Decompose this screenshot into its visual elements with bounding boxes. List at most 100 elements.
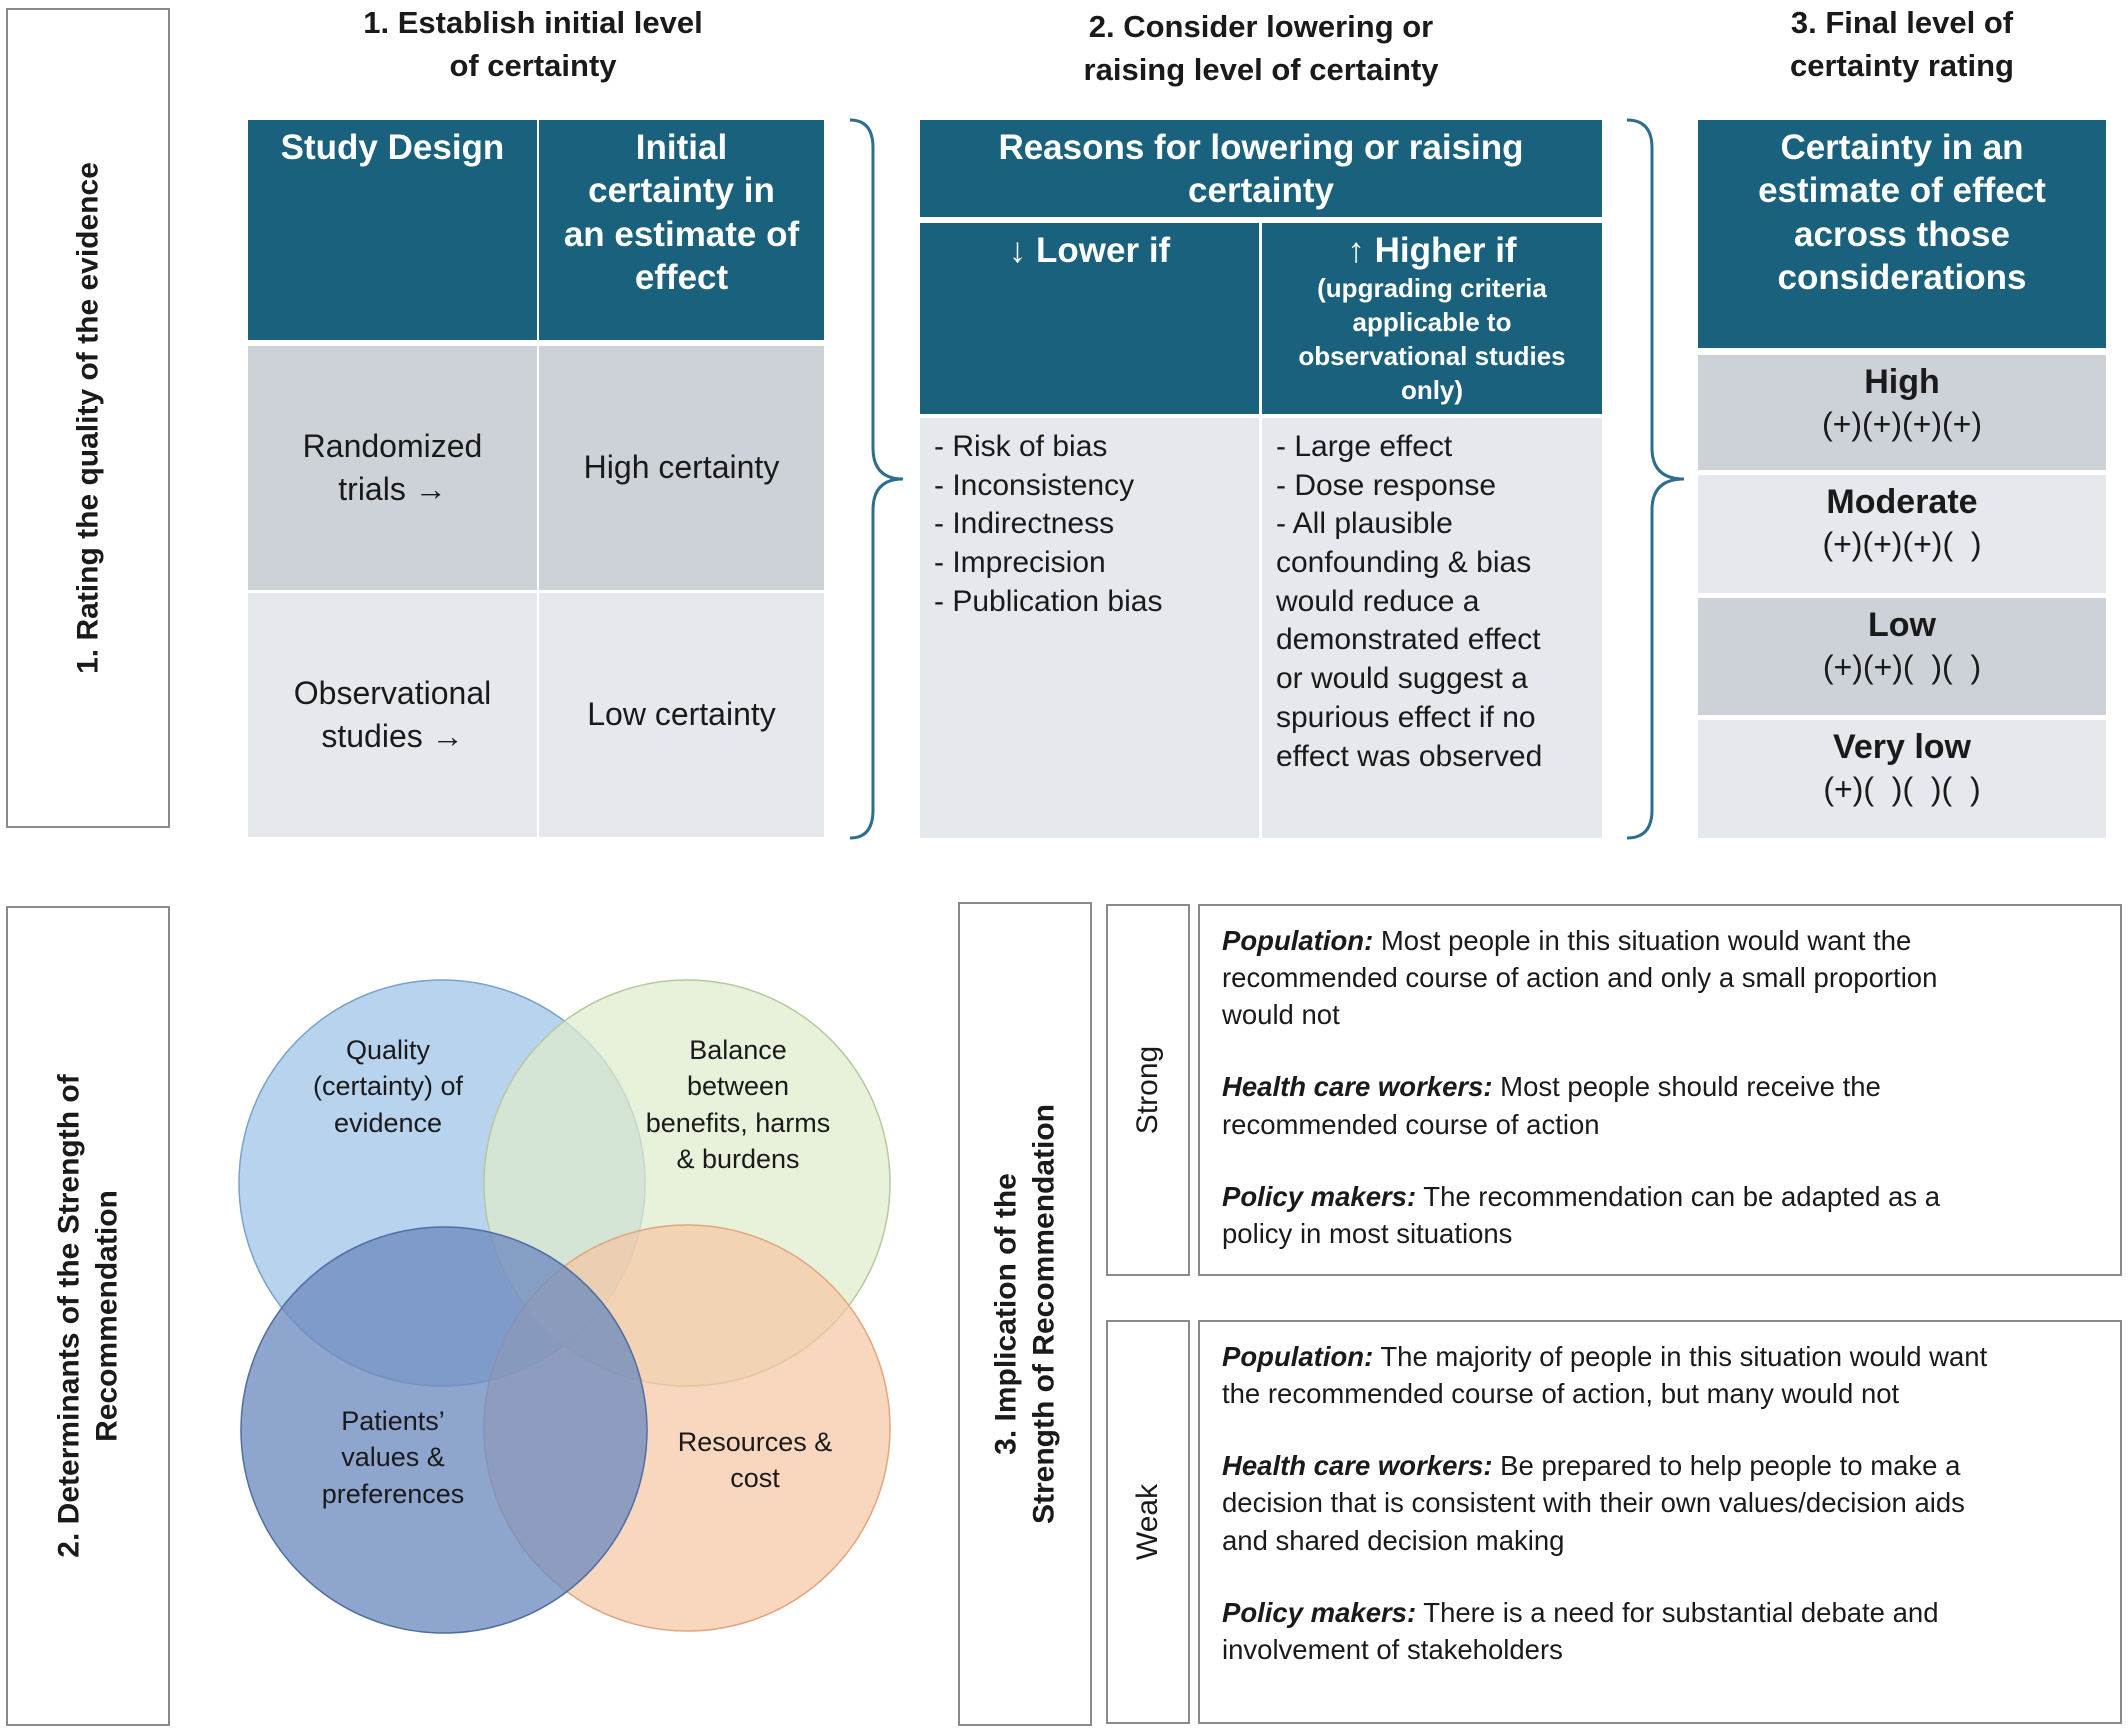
step3-header: Certainty in an estimate of effect acros…	[1698, 120, 2106, 348]
weak-policy-l2: involvement of stakeholders	[1222, 1633, 1563, 1665]
strong-policy-l1: The recommendation can be adapted as a	[1416, 1180, 1941, 1212]
hcw-label: Health care workers:	[1222, 1071, 1493, 1103]
higher-note-l3: observational studies	[1298, 340, 1566, 371]
venn-resources-l2: cost	[730, 1463, 780, 1494]
step2-title-line1: 2. Consider lowering or	[1088, 9, 1434, 44]
design-observational-l2: studies →	[321, 718, 464, 754]
policy-label: Policy makers:	[1222, 1180, 1417, 1212]
list-item: - Indirectness	[934, 507, 1115, 541]
rating-quality-label: 1. Rating the quality of the evidence	[71, 162, 105, 674]
step1-title: 1. Establish initial level of certainty	[248, 2, 818, 88]
determinants-label: 2. Determinants of the Strength of Recom…	[51, 1074, 126, 1557]
list-item: confounding & bias	[1276, 546, 1532, 580]
weak-population-l2: the recommended course of action, but ma…	[1222, 1378, 1900, 1410]
step2-header-reasons: Reasons for lowering or raising certaint…	[920, 120, 1602, 217]
weak-population: Population: The majority of people in th…	[1222, 1338, 2098, 1412]
venn-balance-l1: Balance	[689, 1035, 787, 1065]
strong-population-l3: would not	[1222, 999, 1340, 1031]
rating-level-name: Moderate	[1826, 483, 1978, 521]
initial-certainty-l3: an estimate of	[563, 214, 800, 254]
step3-title-line2: certainty rating	[1790, 47, 2014, 83]
venn-balance-l3: benefits, harms	[645, 1107, 831, 1138]
step3-title-line1: 3. Final level of	[1790, 5, 2014, 40]
step2-header-higher: ↑ Higher if (upgrading criteria applicab…	[1262, 223, 1602, 414]
strong-policy-makers: Policy makers: The recommendation can be…	[1222, 1178, 2098, 1252]
venn-label-balance: Balance between benefits, harms & burden…	[628, 1032, 848, 1178]
rating-symbols: (+)(+)(+)(+)	[1822, 405, 1982, 442]
venn-balance-l4: & burdens	[676, 1144, 800, 1175]
step2-header-lower: ↓ Lower if	[920, 223, 1259, 414]
step3-header-l4: considerations	[1777, 258, 2027, 298]
strong-policy-l2: policy in most situations	[1222, 1217, 1513, 1249]
venn-label-quality: Quality (certainty) of evidence	[288, 1032, 488, 1141]
step1-header-initial-certainty: Initial certainty in an estimate of effe…	[539, 120, 824, 340]
weak-hcw-l2: decision that is consistent with their o…	[1222, 1487, 1965, 1519]
reasons-heading-l2: certainty	[1188, 171, 1334, 211]
initial-certainty-l4: effect	[634, 258, 729, 298]
hcw-label: Health care workers:	[1222, 1450, 1493, 1482]
list-item: effect was observed	[1276, 739, 1543, 773]
rating-high: High (+)(+)(+)(+)	[1698, 355, 2106, 470]
population-label: Population:	[1222, 1341, 1374, 1372]
venn-balance-l2: between	[686, 1071, 790, 1102]
rating-level-name: Low	[1868, 606, 1936, 644]
determinants-label-box: 2. Determinants of the Strength of Recom…	[6, 906, 170, 1726]
step2-title-line2: raising level of certainty	[1083, 51, 1439, 87]
design-randomized-l1: Randomized	[302, 427, 483, 464]
strong-hcw-l1: Most people should receive the	[1492, 1071, 1881, 1103]
step1-header-study-design: Study Design	[248, 120, 537, 340]
rating-quality-label-box: 1. Rating the quality of the evidence	[6, 8, 170, 828]
higher-note-l4: only)	[1400, 374, 1464, 405]
step3-header-l2: estimate of effect	[1758, 171, 2046, 211]
step3-header-l1: Certainty in an	[1780, 128, 2024, 167]
weak-label-box: Weak	[1106, 1320, 1190, 1724]
step3-title: 3. Final level of certainty rating	[1698, 2, 2106, 88]
design-observational-l1: Observational	[293, 674, 492, 711]
certainty-high-text: High certainty	[583, 449, 780, 486]
list-item: - Publication bias	[934, 584, 1163, 618]
certainty-high-cell: High certainty	[539, 346, 824, 590]
rating-symbols: (+)(+)(+)( )	[1822, 525, 1982, 562]
bracket-1	[849, 118, 904, 840]
lower-reasons-list: - Risk of bias - Inconsistency - Indirec…	[920, 418, 1259, 838]
list-item: or would suggest a	[1276, 662, 1528, 696]
strong-label: Strong	[1131, 1045, 1164, 1135]
list-item: spurious effect if no	[1276, 700, 1536, 734]
venn-quality-l3: evidence	[333, 1107, 443, 1138]
venn-label-resources: Resources & cost	[650, 1424, 860, 1497]
list-item: - Risk of bias	[934, 430, 1108, 463]
venn-patients-l1: Patients’	[341, 1406, 445, 1436]
determinants-label-line2: Recommendation	[90, 1190, 123, 1442]
venn-patients-l2: values &	[341, 1442, 445, 1473]
study-design-heading: Study Design	[280, 128, 505, 167]
higher-reasons-list: - Large effect - Dose response - All pla…	[1262, 418, 1602, 838]
weak-policy-l1: There is a need for substantial debate a…	[1416, 1596, 1939, 1628]
venn-patients-l3: preferences	[321, 1478, 465, 1509]
venn-quality-l2: (certainty) of	[312, 1071, 464, 1102]
step1-title-line1: 1. Establish initial level	[363, 5, 703, 40]
strong-health-care-workers: Health care workers: Most people should …	[1222, 1068, 2098, 1142]
list-item: - Dose response	[1276, 468, 1497, 502]
rating-symbols: (+)( )( )( )	[1823, 770, 1981, 807]
strong-implications-box: Population: Most people in this situatio…	[1198, 904, 2122, 1276]
lower-if-heading: ↓ Lower if	[1008, 231, 1171, 270]
higher-if-heading: ↑ Higher if	[1347, 231, 1517, 270]
venn-label-patients: Patients’ values & preferences	[293, 1403, 493, 1512]
venn-quality-l1: Quality	[345, 1035, 431, 1065]
list-item: - Imprecision	[934, 546, 1106, 580]
list-item: - Inconsistency	[934, 468, 1135, 502]
implication-label: 3. Implication of the Strength of Recomm…	[988, 1104, 1063, 1524]
initial-certainty-l2: certainty in	[588, 171, 775, 211]
rating-level-name: High	[1864, 363, 1940, 401]
strong-population-l1: Most people in this situation would want…	[1373, 925, 1912, 956]
design-randomized-cell: Randomized trials →	[248, 346, 537, 590]
reasons-heading-l1: Reasons for lowering or raising	[998, 128, 1524, 167]
higher-note-l2: applicable to	[1352, 307, 1512, 338]
step2-title: 2. Consider lowering or raising level of…	[920, 6, 1602, 92]
weak-implications-box: Population: The majority of people in th…	[1198, 1320, 2122, 1724]
design-randomized-l2: trials →	[338, 471, 447, 507]
list-item: - All plausible	[1276, 507, 1453, 541]
rating-very-low: Very low (+)( )( )( )	[1698, 720, 2106, 838]
list-item: would reduce a	[1276, 584, 1480, 618]
design-observational-cell: Observational studies →	[248, 593, 537, 837]
